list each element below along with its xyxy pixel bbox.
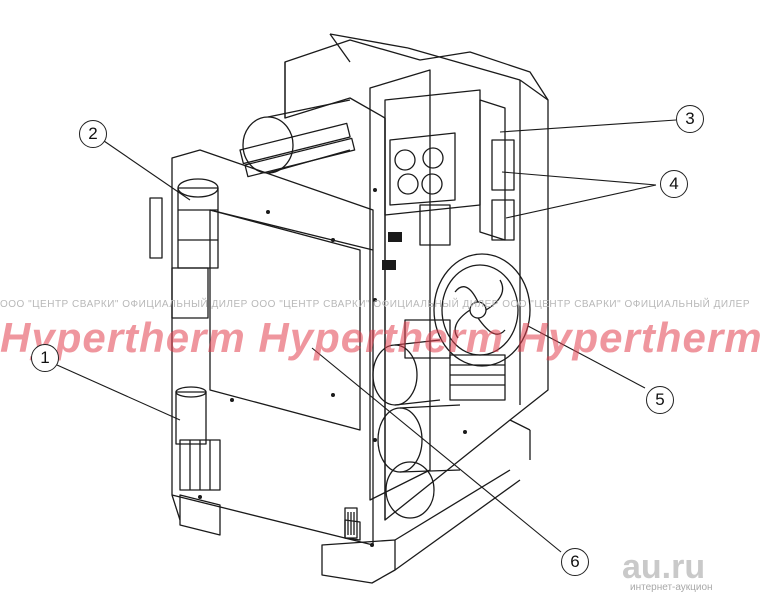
fasteners: [198, 188, 467, 547]
callout-4: 4: [660, 170, 688, 198]
lower-tanks: [372, 339, 461, 519]
fan: [433, 253, 531, 367]
lower-filter: [175, 386, 221, 491]
transformer: [404, 319, 506, 401]
callout-5: 5: [646, 386, 674, 414]
callout-1: 1: [31, 344, 59, 372]
top-cylinders: [239, 99, 356, 178]
watermark-dealer-text: ООО "ЦЕНТР СВАРКИ" ОФИЦИАЛЬНЫЙ ДИЛЕР ООО…: [0, 299, 751, 310]
au-ru-subtitle: интернет-аукцион: [630, 582, 713, 593]
side-vent: [344, 507, 358, 539]
callout-2: 2: [79, 120, 107, 148]
right-side-components: [479, 99, 515, 241]
au-ru-domain: au.ru: [622, 548, 706, 586]
rear-frame: [284, 33, 549, 521]
callout-6: 6: [561, 548, 589, 576]
machine-diagram: [56, 33, 677, 584]
au-ru-watermark: au.ru интернет-аукцион: [622, 550, 732, 593]
filter-assembly: [149, 178, 219, 319]
valve-block: [384, 89, 481, 246]
watermark-brand-text: Hypertherm Hypertherm Hypertherm: [0, 314, 763, 361]
callout-3: 3: [676, 105, 704, 133]
base-frame: [179, 419, 531, 584]
leader-lines: [56, 119, 677, 553]
